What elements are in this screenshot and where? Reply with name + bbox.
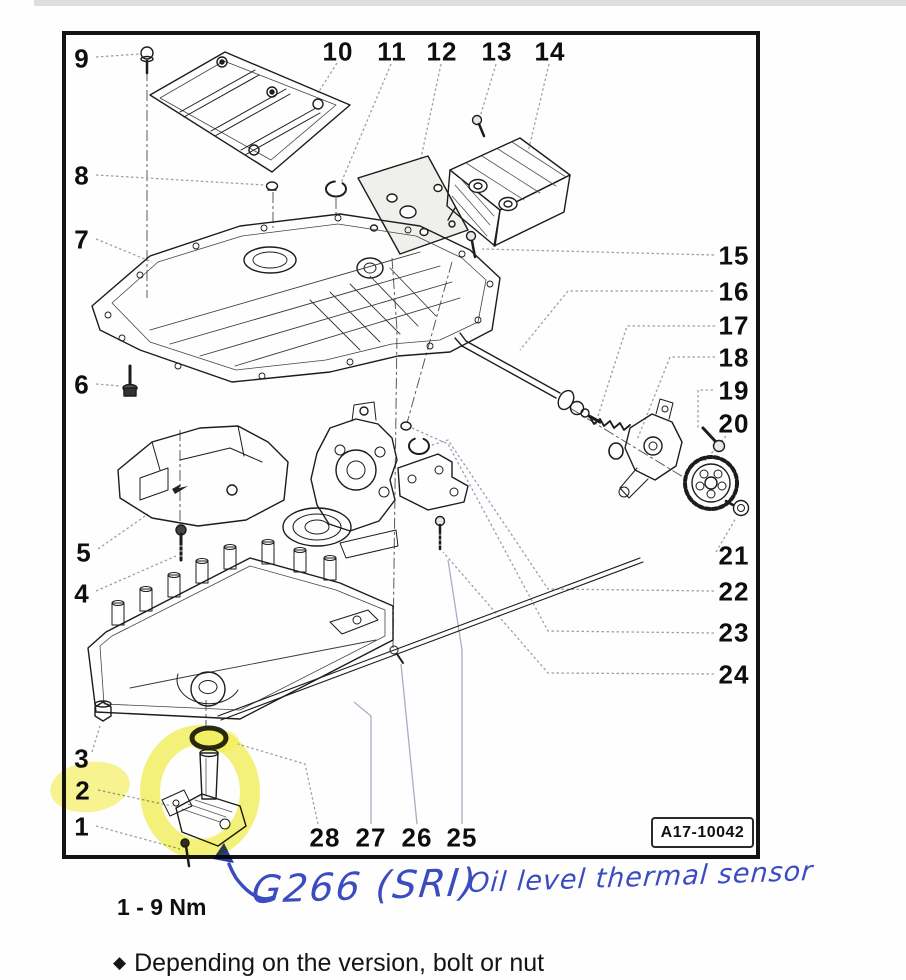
part-number-14: 14 bbox=[534, 36, 566, 67]
part-23-plug bbox=[400, 421, 412, 431]
figure-ref-code: A17-10042 bbox=[651, 817, 754, 848]
part-20-sprocket bbox=[683, 455, 739, 511]
part-number-15: 15 bbox=[718, 240, 750, 271]
lower-oil-pan bbox=[87, 539, 644, 721]
part-number-9: 9 bbox=[74, 43, 90, 74]
part-number-13: 13 bbox=[481, 36, 513, 67]
part-number-11: 11 bbox=[377, 36, 407, 67]
part-8-plug bbox=[265, 181, 279, 191]
version-note: ◆ Depending on the version, bolt or nut bbox=[113, 949, 544, 978]
part-number-20: 20 bbox=[718, 408, 750, 439]
part-7-upper-oil-pan bbox=[91, 213, 501, 383]
part-11-snap-ring bbox=[325, 180, 347, 198]
part-number-21: 21 bbox=[718, 540, 750, 571]
part-16-drive-shaft bbox=[454, 332, 602, 424]
part-14-oil-cooler bbox=[446, 137, 571, 247]
part-10-heat-shield bbox=[149, 51, 351, 173]
part-number-19: 19 bbox=[718, 375, 750, 406]
part-number-26: 26 bbox=[401, 822, 433, 853]
part-3-drain-plug bbox=[94, 700, 112, 722]
part-number-28: 28 bbox=[309, 822, 341, 853]
handwritten-sensor-code: G266 (SRI) bbox=[249, 859, 480, 913]
part-number-3: 3 bbox=[74, 743, 90, 774]
part-19-bolt bbox=[701, 426, 726, 453]
part-17-spring bbox=[589, 416, 631, 460]
part-number-22: 22 bbox=[718, 576, 750, 607]
diamond-bullet-icon: ◆ bbox=[113, 953, 127, 972]
part-number-12: 12 bbox=[426, 36, 458, 67]
version-note-text: Depending on the version, bolt or nut bbox=[134, 949, 545, 977]
highlight-blob-2 bbox=[50, 761, 130, 813]
part-5-baffle bbox=[117, 425, 289, 527]
part-number-27: 27 bbox=[355, 822, 387, 853]
part-number-17: 17 bbox=[718, 310, 750, 341]
part-22-o-ring bbox=[408, 437, 430, 455]
part-number-23: 23 bbox=[718, 617, 750, 648]
part-number-4: 4 bbox=[74, 578, 90, 609]
part-number-18: 18 bbox=[718, 342, 750, 373]
part-13-bolt bbox=[471, 114, 486, 138]
part-number-10: 10 bbox=[322, 36, 354, 67]
highlight-oring-blob bbox=[191, 729, 239, 753]
part-number-24: 24 bbox=[718, 659, 750, 690]
part-9-bolt bbox=[140, 46, 154, 75]
part-number-6: 6 bbox=[74, 369, 90, 400]
part-number-7: 7 bbox=[74, 224, 90, 255]
part-number-25: 25 bbox=[446, 822, 478, 853]
scan-edge bbox=[34, 0, 906, 6]
part-21-bolt bbox=[724, 499, 750, 517]
part-4-bolt bbox=[175, 524, 187, 562]
part-12-gasket bbox=[357, 155, 469, 255]
highlighter-marks bbox=[50, 725, 260, 859]
leader-lines bbox=[91, 53, 737, 850]
diagram-frame bbox=[62, 31, 760, 859]
oil-pump-assembly bbox=[282, 401, 469, 559]
part-number-2: 2 bbox=[75, 775, 91, 806]
part-number-1: 1 bbox=[74, 811, 90, 842]
part-number-8: 8 bbox=[74, 160, 90, 191]
part-24-bolt bbox=[434, 515, 446, 551]
ink-arrow bbox=[213, 843, 276, 901]
part-6-bolt bbox=[122, 364, 138, 397]
part-number-16: 16 bbox=[718, 276, 750, 307]
part-18-oil-pump-drive bbox=[618, 398, 683, 499]
part-number-5: 5 bbox=[76, 537, 92, 568]
torque-note: 1 - 9 Nm bbox=[117, 894, 207, 920]
